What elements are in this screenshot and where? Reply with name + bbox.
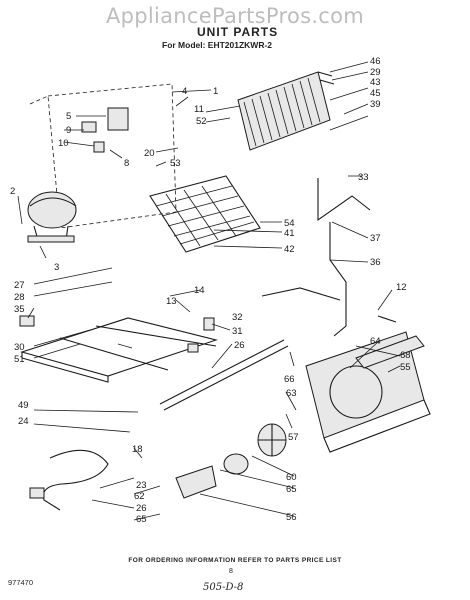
callout-11: 11: [194, 104, 204, 115]
callout-4: 4: [182, 86, 187, 97]
ordering-note: FOR ORDERING INFORMATION REFER TO PARTS …: [128, 557, 342, 564]
callout-28: 28: [14, 292, 25, 303]
callout-1: 1: [213, 86, 218, 97]
callout-31: 31: [232, 326, 243, 337]
callout-51: 51: [14, 354, 25, 365]
callout-14: 14: [194, 285, 205, 296]
watermark-text: AppliancePartsPros.com: [105, 4, 365, 28]
callout-32: 32: [232, 312, 243, 323]
callout-36: 36: [370, 257, 381, 268]
callout-52: 52: [196, 116, 207, 127]
callout-66: 66: [284, 374, 295, 385]
callout-26b: 26: [136, 503, 147, 514]
suction-tube: [317, 178, 371, 222]
callout-35: 35: [14, 304, 25, 315]
callout-24: 24: [18, 416, 29, 427]
shroud-bracket: [355, 335, 425, 369]
callout-55: 55: [400, 362, 411, 373]
callout-27: 27: [14, 280, 25, 291]
callout-45: 45: [370, 88, 381, 99]
callout-12: 12: [396, 282, 407, 293]
callout-10: 10: [58, 138, 69, 149]
callout-9: 9: [66, 125, 71, 136]
callout-54: 54: [284, 218, 295, 229]
callout-30: 30: [14, 342, 25, 353]
callout-65b: 65: [136, 514, 147, 525]
callout-53: 53: [170, 158, 181, 169]
callout-labels: 1 2 3 4 5 8 9 10 11 12 13 14 18 20 23 24…: [10, 56, 411, 525]
relay-box: [107, 107, 129, 131]
model-line: For Model: EHT201ZKWR-2: [162, 40, 273, 50]
callout-56: 56: [286, 512, 297, 523]
callout-39: 39: [370, 99, 381, 110]
motor-bracket: [175, 465, 217, 499]
document-code: 977470: [8, 578, 34, 587]
callout-2: 2: [10, 186, 15, 197]
fan-shroud: [305, 331, 431, 453]
page-number: 8: [229, 568, 233, 575]
callout-26a: 26: [234, 340, 245, 351]
compressor: [27, 191, 77, 243]
callout-63: 63: [286, 388, 297, 399]
callout-60: 60: [286, 472, 297, 483]
grommet: [19, 315, 35, 327]
callout-13: 13: [166, 296, 177, 307]
callout-42: 42: [284, 244, 295, 255]
callout-68: 68: [400, 350, 411, 361]
base-frame: [20, 317, 289, 411]
fan-motor: [223, 453, 249, 475]
callout-33: 33: [358, 172, 369, 183]
callout-3: 3: [54, 262, 59, 273]
callout-41: 41: [284, 228, 295, 239]
callout-23: 23: [136, 480, 147, 491]
callout-65a: 65: [286, 484, 297, 495]
callout-46: 46: [370, 56, 381, 67]
callout-29: 29: [370, 67, 381, 78]
handwritten-note: 505-D-8: [203, 582, 244, 593]
condenser-coil: [237, 71, 335, 151]
callout-57: 57: [288, 432, 299, 443]
callout-20: 20: [144, 148, 155, 159]
evaporator-coil: [149, 175, 261, 253]
power-cord: [42, 449, 109, 511]
callout-64: 64: [370, 336, 381, 347]
leader-lines: [17, 61, 401, 521]
capillary-tube: [329, 222, 347, 337]
callout-37: 37: [370, 233, 381, 244]
callout-49: 49: [18, 400, 29, 411]
callout-43: 43: [370, 77, 381, 88]
diagram-title: UNIT PARTS: [197, 25, 279, 39]
callout-18: 18: [132, 444, 143, 455]
callout-8: 8: [124, 158, 129, 169]
fan-blade: [257, 423, 287, 457]
callout-5: 5: [66, 111, 71, 122]
callout-62: 62: [134, 491, 145, 502]
